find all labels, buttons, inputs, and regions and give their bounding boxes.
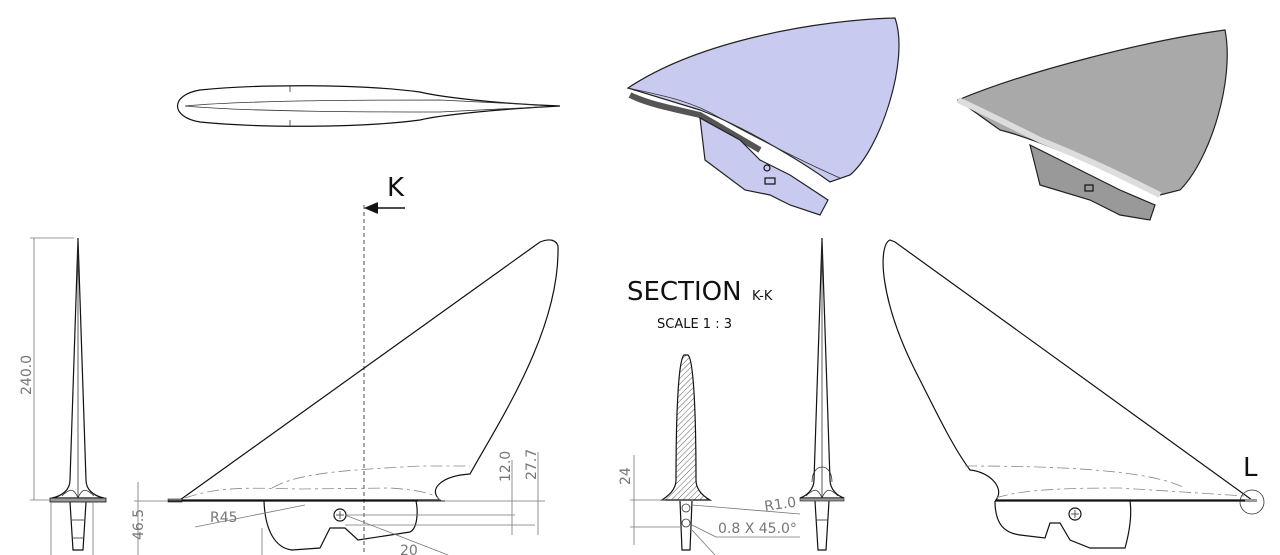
dim-height: 240.0 xyxy=(19,355,35,395)
detail-label: L xyxy=(1243,453,1258,483)
dim-chamfer: 0.8 X 45.0° xyxy=(718,521,797,537)
section-title: SECTION xyxy=(627,277,742,307)
dim-base-depth: 46.5 xyxy=(131,509,147,540)
front-view-left: 240.0 xyxy=(19,237,107,555)
dim-radius-base: R45 xyxy=(210,510,238,526)
iso-view-shaded xyxy=(626,17,900,216)
top-view-airfoil xyxy=(176,85,561,127)
dim-24: 24 xyxy=(618,467,634,485)
section-scale: SCALE 1 : 3 xyxy=(657,317,732,332)
section-id: K-K xyxy=(752,289,773,304)
dim-20: 20 xyxy=(400,543,418,555)
side-view-right: L xyxy=(882,239,1265,549)
dim-fillet: R1.0 xyxy=(763,495,797,515)
side-view-main: 46.5 R45 20 12.0 27.7 xyxy=(131,239,559,555)
section-arrow-k: K xyxy=(363,173,405,555)
iso-view-gray xyxy=(956,29,1228,221)
section-k-k: SECTION K-K SCALE 1 : 3 24 R1.0 0.8 X 45… xyxy=(618,277,801,555)
section-arrow-label: K xyxy=(387,173,405,203)
front-view-right xyxy=(799,237,845,551)
dim-27: 27.7 xyxy=(524,449,540,480)
dim-12: 12.0 xyxy=(498,451,514,482)
detail-circle-l xyxy=(1239,489,1265,515)
